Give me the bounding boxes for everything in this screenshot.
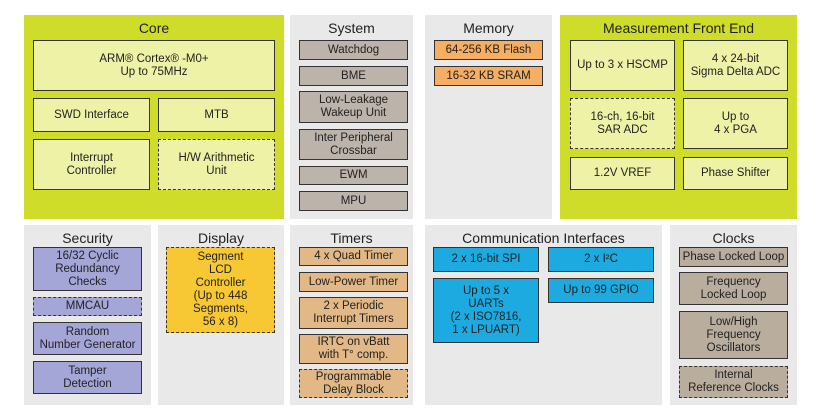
mtb-block: MTB	[158, 98, 275, 132]
bme-block: BME	[299, 66, 408, 86]
wakeup-unit-block: Low-Leakage Wakeup Unit	[299, 91, 408, 123]
lcd-controller-block: Segment LCD Controller (Up to 448 Segmen…	[166, 247, 275, 333]
pga-block: Up to 4 x PGA	[683, 98, 788, 149]
pdb-block: Programmable Delay Block	[299, 369, 408, 398]
hscmp-block: Up to 3 x HSCMP	[570, 40, 675, 91]
uart-block: Up to 5 x UARTs (2 x ISO7816, 1 x LPUART…	[433, 278, 539, 343]
fll-block: Frequency Locked Loop	[679, 272, 788, 305]
oscillators-block: Low/High Frequency Oscillators	[679, 311, 788, 359]
flash-block: 64-256 KB Flash	[434, 40, 543, 60]
periodic-timers-block: 2 x Periodic Interrupt Timers	[299, 297, 408, 329]
arm-cortex-block: ARM® Cortex® -M0+ Up to 75MHz	[33, 40, 275, 91]
swd-interface-block: SWD Interface	[33, 98, 150, 132]
security-title: Security	[62, 230, 113, 246]
core-title: Core	[138, 20, 170, 36]
clocks-title: Clocks	[712, 230, 755, 246]
rng-block: Random Number Generator	[33, 322, 142, 355]
tamper-detection-block: Tamper Detection	[33, 361, 142, 394]
memory-title: Memory	[463, 20, 514, 36]
irtc-block: IRTC on vBatt with T° comp.	[299, 334, 408, 364]
sar-adc-block: 16-ch, 16-bit SAR ADC	[570, 98, 675, 149]
internal-reference-clocks-block: Internal Reference Clocks	[679, 366, 788, 398]
system-title: System	[328, 20, 375, 36]
phase-shifter-block: Phase Shifter	[683, 157, 788, 190]
mmcau-block: MMCAU	[33, 297, 142, 316]
display-title: Display	[198, 230, 244, 246]
gpio-block: Up to 99 GPIO	[548, 278, 654, 303]
quad-timer-block: 4 x Quad Timer	[299, 247, 408, 266]
crossbar-block: Inter Peripheral Crossbar	[299, 129, 408, 160]
mfe-title: Measurement Front End	[603, 20, 754, 36]
spi-block: 2 x 16-bit SPI	[433, 247, 539, 272]
sigma-delta-adc-block: 4 x 24-bit Sigma Delta ADC	[683, 40, 788, 91]
low-power-timer-block: Low-Power Timer	[299, 272, 408, 292]
crc-block: 16/32 Cyclic Redundancy Checks	[33, 247, 142, 291]
comm-title: Communication Interfaces	[462, 230, 625, 246]
hw-arithmetic-block: H/W Arithmetic Unit	[158, 139, 275, 190]
i2c-block: 2 x I²C	[548, 247, 654, 272]
watchdog-block: Watchdog	[299, 40, 408, 60]
sram-block: 16-32 KB SRAM	[434, 66, 543, 86]
mpu-block: MPU	[299, 191, 408, 211]
vref-block: 1.2V VREF	[570, 157, 675, 190]
interrupt-controller-block: Interrupt Controller	[33, 139, 150, 190]
ewm-block: EWM	[299, 166, 408, 185]
pll-block: Phase Locked Loop	[679, 247, 788, 267]
timers-title: Timers	[330, 230, 373, 246]
